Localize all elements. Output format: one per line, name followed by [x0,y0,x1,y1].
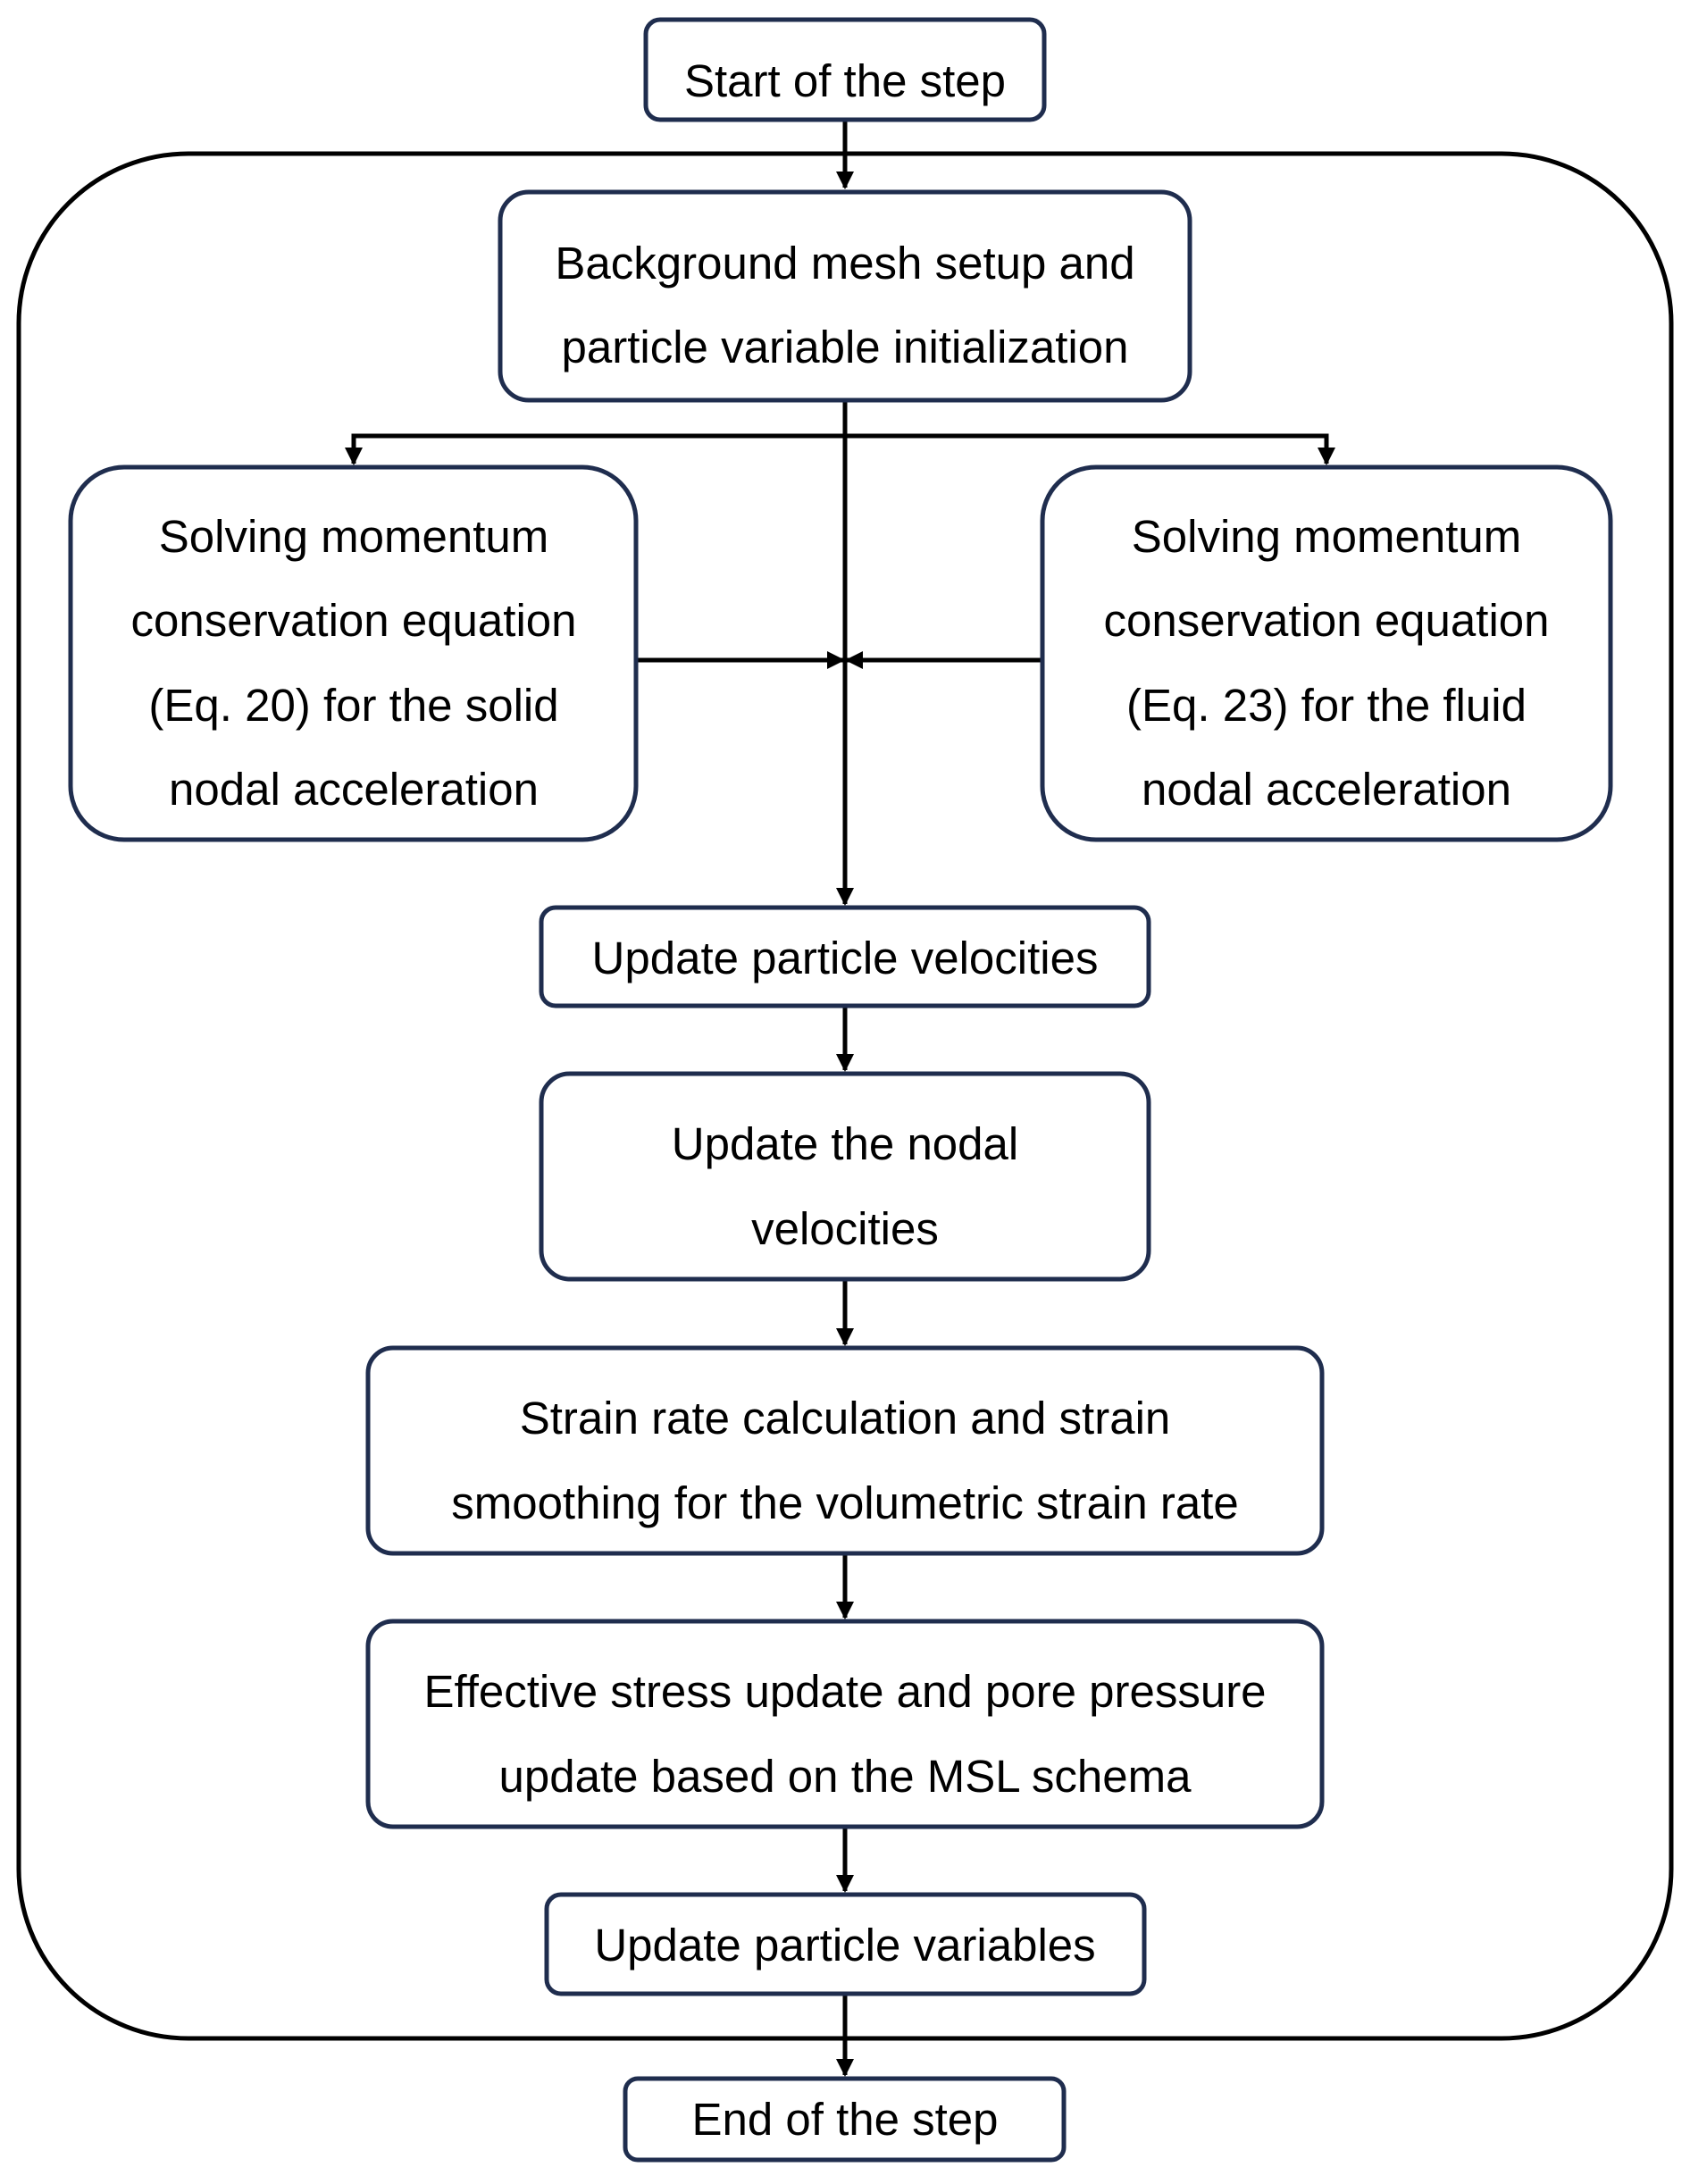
node-fluid-label-line-2: conservation equation [1103,595,1549,646]
node-stress-update-box [365,1619,1325,1829]
node-strain-rate-label-line-1: Strain rate calculation and strain [520,1393,1171,1443]
node-end: End of the step [623,2076,1067,2163]
node-update-nodal-velocities-label-line-1: Update the nodal [672,1118,1018,1169]
node-update-particle-velocities-box [539,905,1151,1008]
node-fluid-box [1040,464,1613,842]
node-start: Start of the step [643,17,1047,122]
node-stress-update: Effective stress update and pore pressur… [365,1619,1325,1829]
node-solid-label-line-4: nodal acceleration [169,764,539,815]
node-update-particle-velocities: Update particle velocities [539,905,1151,1008]
node-update-nodal-velocities: Update the nodal velocities [539,1071,1151,1282]
node-update-particle-variables-box [544,1892,1147,1996]
edges [345,121,1335,2077]
node-fluid: Solving momentum conservation equation (… [1040,464,1613,842]
node-solid-label-line-1: Solving momentum [159,511,549,562]
edge-setup-to-solid [345,433,845,465]
node-fluid-label-line-3: (Eq. 23) for the fluid [1126,680,1527,731]
node-setup-label-line-1: Background mesh setup and [555,238,1134,289]
node-setup: Background mesh setup and particle varia… [498,189,1192,403]
node-solid-label-line-2: conservation equation [130,595,576,646]
node-stress-update-label-line-2: update based on the MSL schema [499,1751,1192,1802]
node-fluid-label-line-1: Solving momentum [1132,511,1522,562]
node-update-nodal-velocities-box [539,1071,1151,1282]
edge-setup-to-fluid [845,433,1335,465]
node-end-box [623,2076,1067,2163]
node-update-particle-variables: Update particle variables [544,1892,1147,1996]
node-setup-box [498,189,1192,403]
node-start-box [643,17,1047,122]
node-strain-rate-box [365,1345,1325,1556]
node-strain-rate-label-line-2: smoothing for the volumetric strain rate [451,1477,1239,1528]
node-update-nodal-velocities-label-line-2: velocities [751,1203,939,1254]
node-strain-rate: Strain rate calculation and strain smoot… [365,1345,1325,1556]
node-solid-label-line-3: (Eq. 20) for the solid [148,680,558,731]
node-start-label: Start of the step [684,55,1006,106]
node-solid: Solving momentum conservation equation (… [68,464,639,842]
node-update-particle-velocities-label: Update particle velocities [592,933,1099,983]
node-update-particle-variables-label: Update particle variables [594,1920,1095,1971]
node-solid-box [68,464,639,842]
node-end-label: End of the step [691,2094,998,2145]
node-setup-label-line-2: particle variable initialization [562,322,1129,372]
node-fluid-label-line-4: nodal acceleration [1142,764,1511,815]
node-stress-update-label-line-1: Effective stress update and pore pressur… [423,1666,1266,1717]
